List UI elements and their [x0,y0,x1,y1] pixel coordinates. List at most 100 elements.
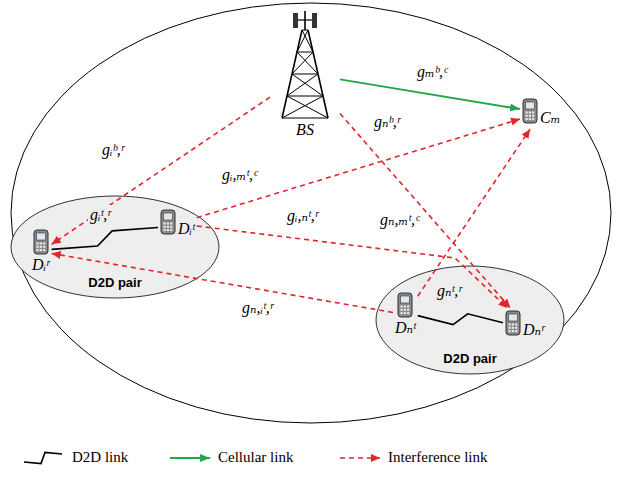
phone-key [43,249,45,251]
phone-key [36,246,38,248]
phone-key [515,330,517,332]
legend-entry: Cellular link [168,449,293,466]
channel-gain-label: gᵢᵇ,ʳ [100,140,126,159]
phone-screen [36,233,45,240]
phone-body [523,99,537,123]
phone-body [161,210,175,234]
phone-key [164,229,166,231]
phone-key [407,309,409,311]
antenna-panel [293,13,298,28]
node-label: Dₙʳ [523,320,545,339]
phone-body [398,293,412,317]
phone-key [526,115,528,117]
phone-icon [505,310,521,336]
d2d-link-sample [24,452,62,463]
channel-gain-label: gₘᵇ,ᶜ [415,62,449,81]
region-label: D2D pair [443,351,496,366]
phone-key [509,327,511,329]
interference-link-sample [340,457,380,459]
node-label: Dₙᵗ [395,318,416,337]
interference-link [197,119,520,218]
legend-sample [22,450,66,466]
antenna-arm [298,19,312,20]
phone-key [167,229,169,231]
user-equipment: Dₙᵗ [395,292,416,337]
node-label: BS [296,120,314,139]
phone-key [43,246,45,248]
phone-key [164,223,166,225]
channel-gain-label: gₙᵗ,ʳ [435,281,464,300]
phone-key [401,312,403,314]
phone-icon [160,209,176,235]
phone-key [515,327,517,329]
phone-key [40,243,42,245]
phone-key [401,309,403,311]
phone-key [170,229,172,231]
phone-key [526,112,528,114]
phone-key [407,306,409,308]
phone-key [526,118,528,120]
channel-gain-label: gᵢ,ₙᵗ,ʳ [285,206,320,225]
legend-text: Cellular link [218,449,293,466]
region-label: D2D pair [88,275,141,290]
phone-key [512,330,514,332]
legend-text: Interference link [388,449,488,466]
phone-key [529,118,531,120]
phone-key [407,312,409,314]
d2d-pair-region: D2D pair Dᵢʳ Dᵢᵗ [10,195,220,299]
phone-key [170,226,172,228]
phone-key [404,306,406,308]
node-label: Dᵢᵗ [178,219,195,238]
phone-key [36,249,38,251]
pair-ellipse [11,196,219,298]
phone-screen [509,314,518,321]
user-equipment: Dₙʳ [505,310,545,339]
phone-icon [33,229,49,255]
phone-screen [164,213,173,220]
phone-key [529,112,531,114]
legend-text: D2D link [72,449,128,466]
phone-key [404,309,406,311]
channel-gain-label: gₙ,ᵢᵗ,ʳ [240,298,275,317]
legend-sample [168,450,212,466]
phone-key [512,327,514,329]
phone-screen [526,102,535,109]
user-equipment: Dᵢᵗ [160,209,195,238]
phone-key [40,246,42,248]
phone-key [404,312,406,314]
phone-key [164,226,166,228]
phone-key [167,226,169,228]
legend-entry: Interference link [338,449,488,466]
phone-key [512,324,514,326]
phone-body [506,311,520,335]
tower-lattice [282,11,328,118]
channel-gain-label: gᵢ,ₘᵗ,ᶜ [220,165,259,184]
phone-icon [522,98,538,124]
antenna-panel [312,13,317,28]
phone-key [509,330,511,332]
base-station: BS [272,8,338,139]
phone-key [36,243,38,245]
legend-entry: D2D link [22,449,128,466]
phone-key [509,324,511,326]
phone-key [167,223,169,225]
legend-sample [338,450,382,466]
cellular-link [340,79,520,109]
tower-icon [272,8,338,120]
phone-key [401,306,403,308]
pair-ellipse [376,266,564,374]
phone-key [529,115,531,117]
phone-screen [401,296,410,303]
cellular-link-sample [170,457,210,459]
node-label: Dᵢʳ [32,255,50,274]
phone-key [532,112,534,114]
phone-key [40,249,42,251]
node-label: Cₘ [540,108,560,127]
cell-boundary [11,3,611,423]
phone-body [34,230,48,254]
phone-icon [397,292,413,318]
channel-gain-label: gₙᵇ,ʳ [372,112,402,131]
phone-key [170,223,172,225]
